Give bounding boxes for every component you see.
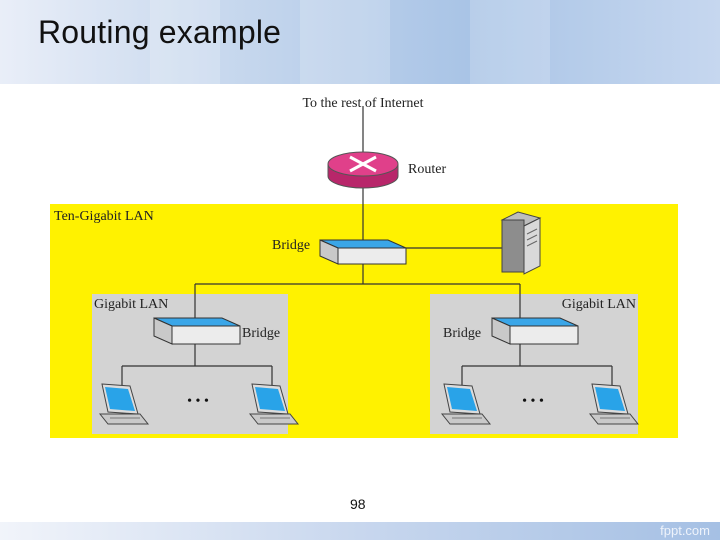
left-bridge-icon xyxy=(153,317,241,345)
left-gigabit-lan-label: Gigabit LAN xyxy=(94,297,168,312)
watermark: fppt.com xyxy=(660,523,710,538)
internet-label: To the rest of Internet xyxy=(302,96,423,111)
footer-band: fppt.com xyxy=(0,522,720,540)
routing-diagram: To the rest of Internet Router Ten-Gigab… xyxy=(50,94,678,438)
core-bridge-icon xyxy=(319,239,407,265)
header-decoration xyxy=(300,0,390,84)
server-icon xyxy=(500,211,542,275)
right-bridge-label: Bridge xyxy=(443,326,481,341)
right-bridge-icon xyxy=(491,317,579,345)
right-ellipsis: • • • xyxy=(522,394,544,409)
router-label: Router xyxy=(408,162,446,177)
header-decoration xyxy=(150,0,220,84)
ten-gigabit-lan-label: Ten-Gigabit LAN xyxy=(54,209,154,224)
header-decoration xyxy=(470,0,550,84)
right-gigabit-lan-label: Gigabit LAN xyxy=(562,297,636,312)
left-ellipsis: • • • xyxy=(187,394,209,409)
left-bridge-label: Bridge xyxy=(242,326,280,341)
core-bridge-label: Bridge xyxy=(272,238,310,253)
router-icon xyxy=(327,151,399,189)
header-band xyxy=(0,0,720,84)
page-number: 98 xyxy=(350,496,366,512)
slide-title: Routing example xyxy=(38,14,282,50)
